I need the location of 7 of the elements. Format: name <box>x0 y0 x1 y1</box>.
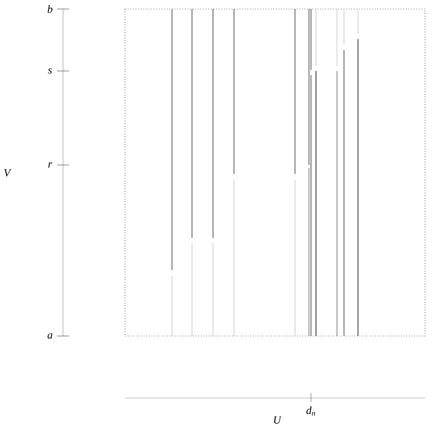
tick-label: s <box>48 68 52 74</box>
tick-label: r <box>48 162 52 168</box>
tick-label: d$_{n}$ <box>306 406 316 416</box>
axis-label: V <box>4 169 12 177</box>
tick-label: b <box>48 5 52 13</box>
axis-label: U <box>274 416 282 424</box>
tick-label: a <box>48 333 52 339</box>
